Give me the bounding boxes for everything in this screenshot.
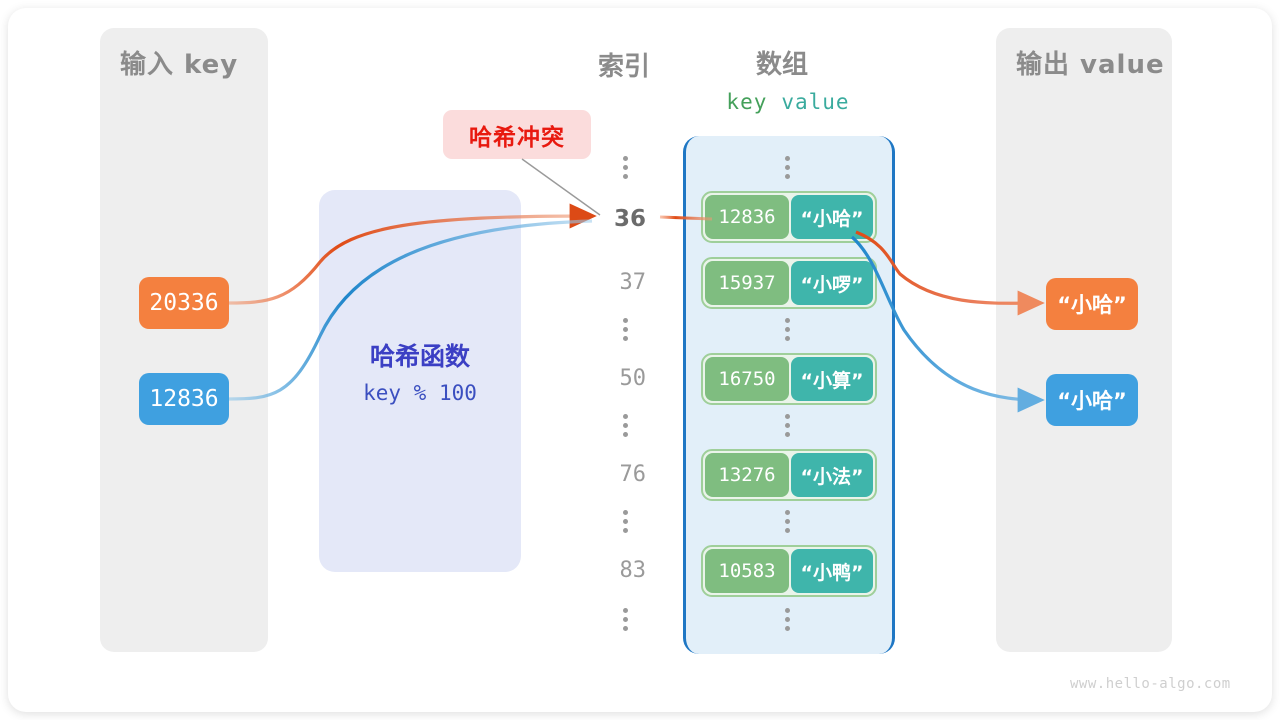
array-dots-1 [784, 318, 790, 341]
entry-key: 16750 [705, 357, 789, 401]
array-entry-83: 10583 “小鸭” [701, 545, 877, 597]
input-key-chip-20336: 20336 [139, 277, 229, 329]
entry-key: 13276 [705, 453, 789, 497]
array-dots-4 [784, 608, 790, 631]
output-value-chip-orange: “小哈” [1046, 278, 1138, 330]
entry-value: “小法” [791, 453, 873, 497]
output-value-chip-blue: “小哈” [1046, 374, 1138, 426]
index-label-76: 76 [619, 462, 647, 487]
entry-value: “小鸭” [791, 549, 873, 593]
entry-key: 12836 [705, 195, 789, 239]
input-panel-title: 输入 key [120, 50, 239, 80]
array-entry-76: 13276 “小法” [701, 449, 877, 501]
array-entry-36: 12836 “小哈” [701, 191, 877, 243]
hash-function-formula: key % 100 [363, 381, 477, 405]
array-header: 数组 [756, 50, 809, 80]
array-column-headers: key value [686, 90, 890, 114]
entry-key: 15937 [705, 261, 789, 305]
watermark: www.hello-algo.com [1070, 676, 1231, 692]
array-entry-37: 15937 “小啰” [701, 257, 877, 309]
index-column-header: 索引 [598, 52, 651, 82]
index-dots-4 [622, 608, 628, 631]
entry-value: “小哈” [791, 195, 873, 239]
entry-key: 10583 [705, 549, 789, 593]
array-dots-3 [784, 510, 790, 533]
output-value-panel [996, 28, 1172, 652]
index-label-36: 36 [613, 206, 646, 232]
input-key-chip-12836: 12836 [139, 373, 229, 425]
index-label-83: 83 [619, 558, 647, 583]
index-dots-2 [622, 414, 628, 437]
index-label-50: 50 [619, 366, 647, 391]
index-dots-1 [622, 318, 628, 341]
index-dots-0 [622, 156, 628, 179]
output-panel-title: 输出 value [1016, 50, 1165, 80]
array-dots-0 [784, 156, 790, 179]
index-dots-3 [622, 510, 628, 533]
array-entry-50: 16750 “小算” [701, 353, 877, 405]
entry-value: “小算” [791, 357, 873, 401]
input-key-panel [100, 28, 268, 652]
key-column-label: key [726, 90, 768, 114]
hash-collision-label: 哈希冲突 [443, 110, 591, 159]
hash-function-title: 哈希函数 [369, 342, 470, 371]
value-column-label: value [781, 90, 850, 114]
array-dots-2 [784, 414, 790, 437]
entry-value: “小啰” [791, 261, 873, 305]
index-label-37: 37 [619, 270, 647, 295]
